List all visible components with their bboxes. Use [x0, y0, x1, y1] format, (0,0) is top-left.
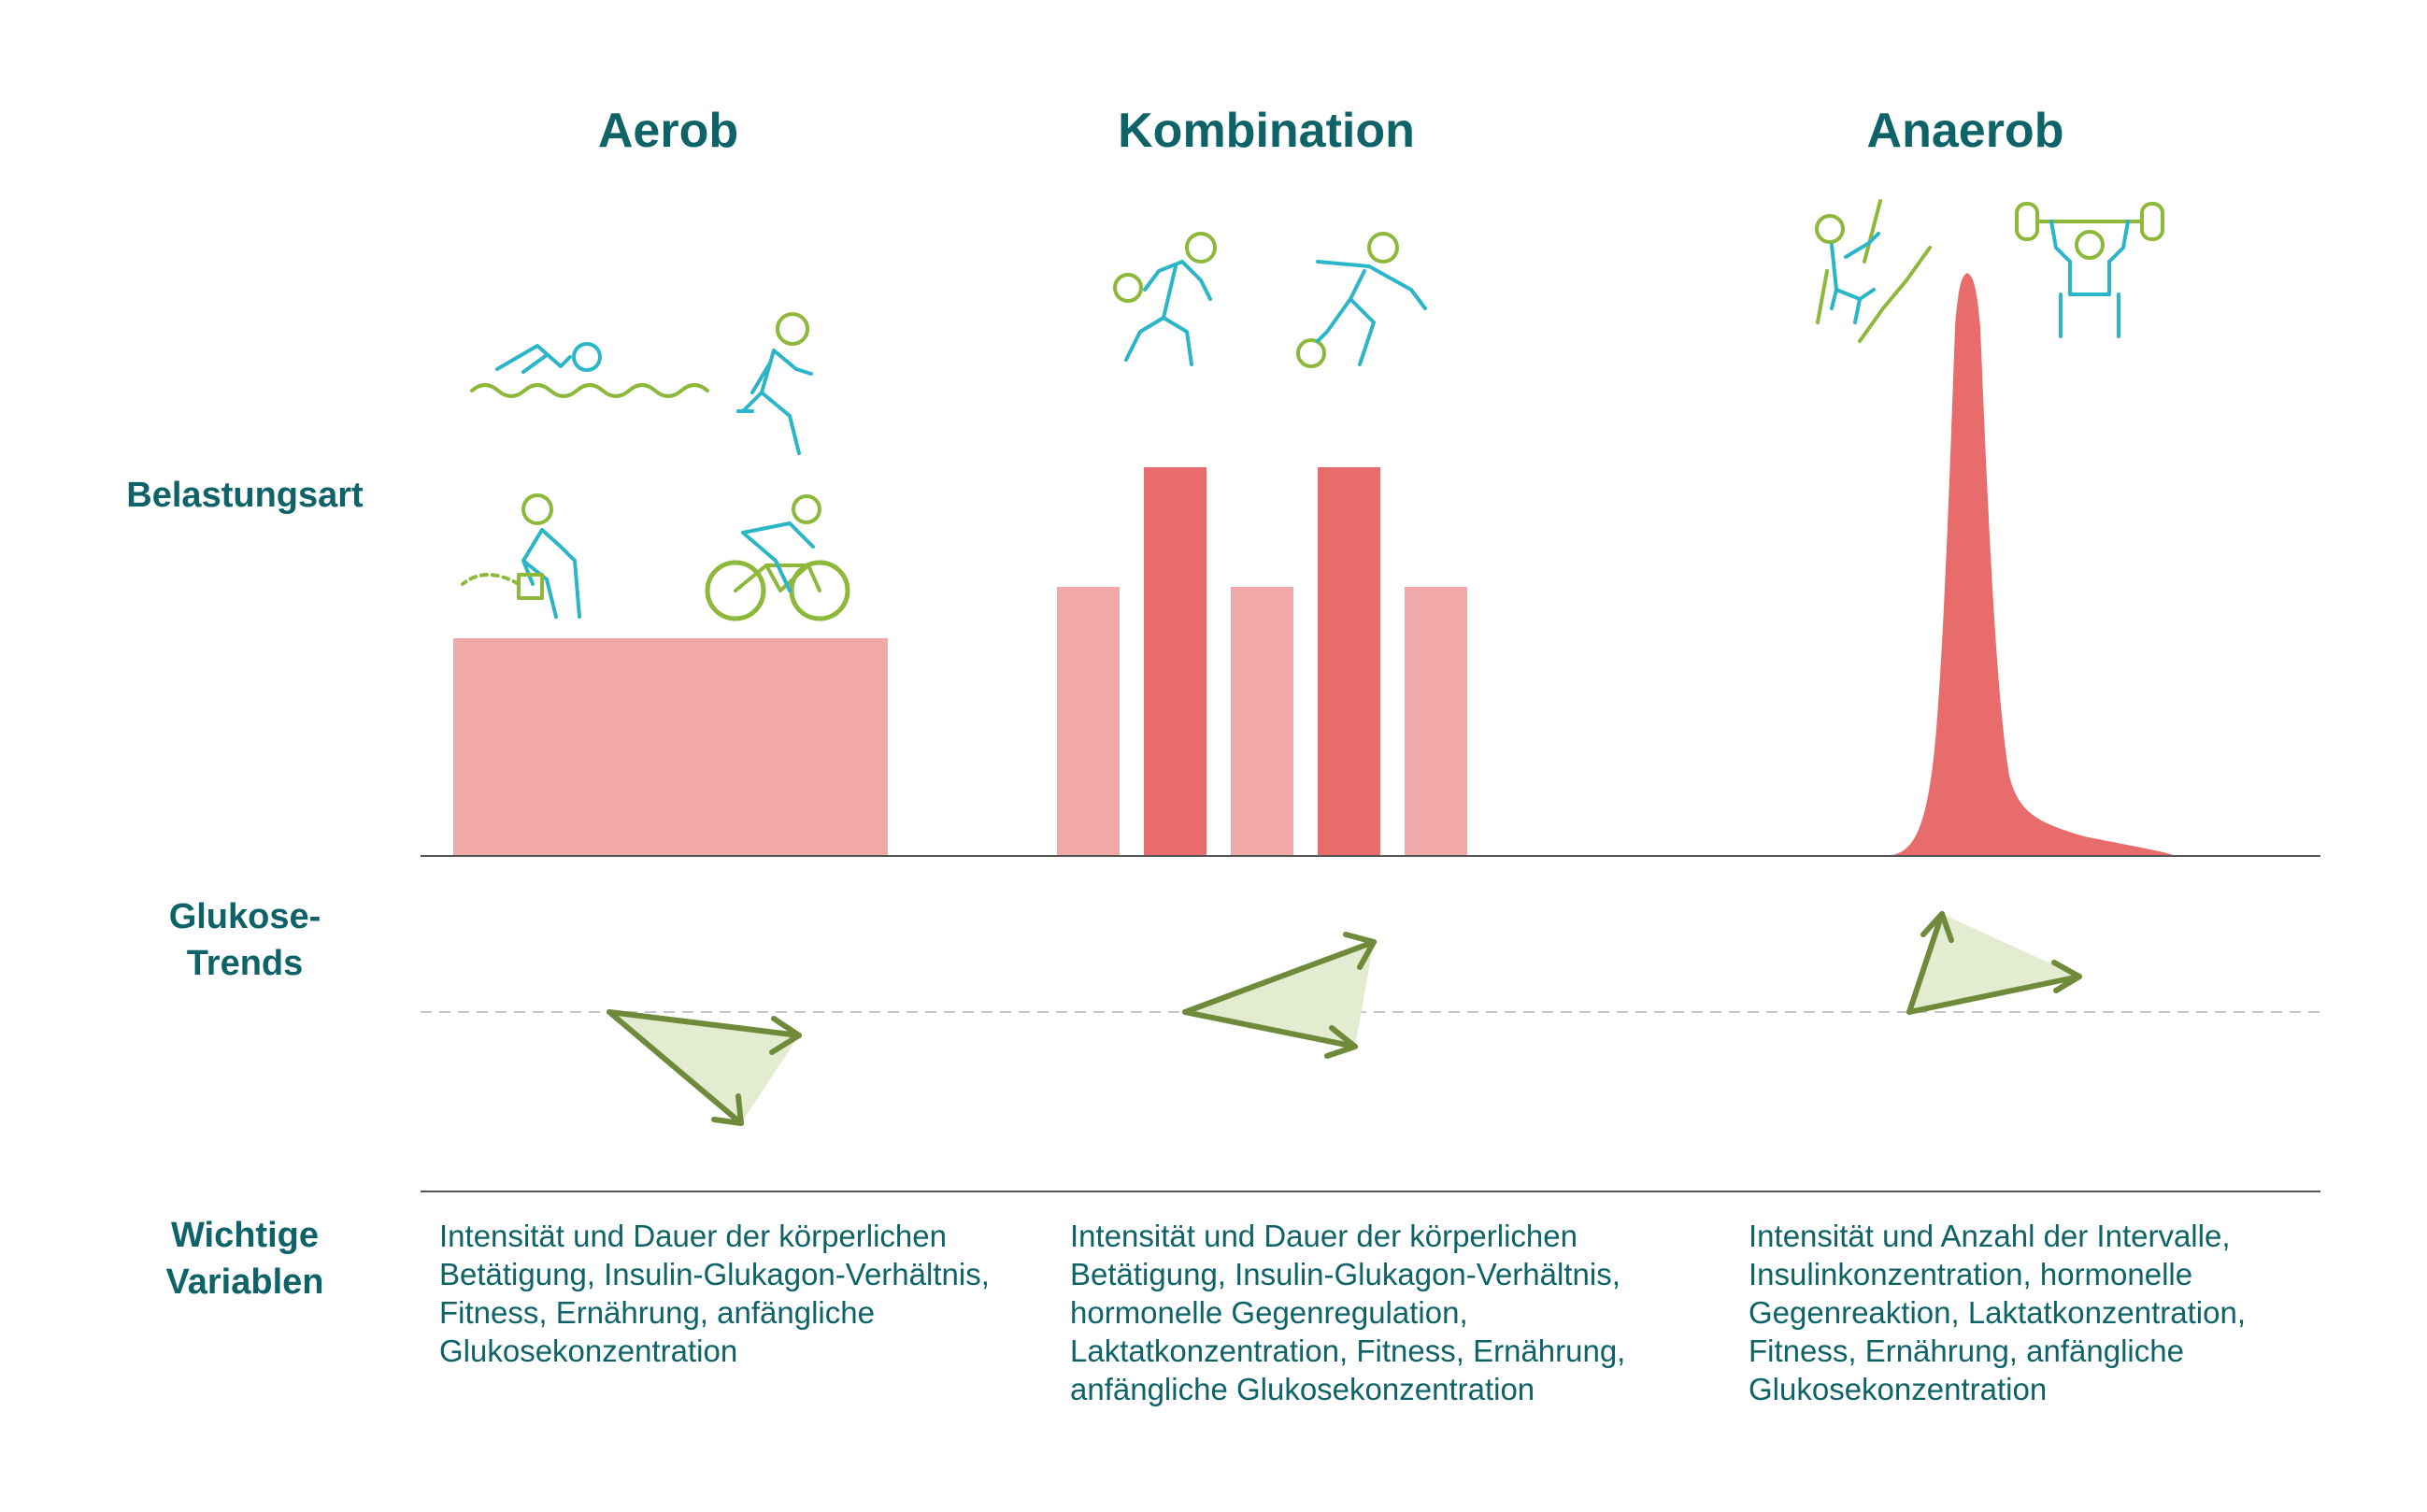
cycling-icon: [705, 494, 850, 621]
variables-anaerob: Intensität und Anzahl der Intervalle, In…: [1749, 1219, 2247, 1406]
intensity-block-aerob: [453, 638, 888, 855]
weightlifting-icon: [2015, 202, 2164, 338]
variables-aerob: Intensität und Dauer der körperlichen Be…: [439, 1219, 990, 1368]
column-title-anaerob: Anaerob: [1866, 104, 2064, 158]
variables-kombination: Intensität und Dauer der körperlichen Be…: [1070, 1219, 1626, 1406]
climbing-icon: [1815, 199, 1932, 343]
row-label-glucose-trends: Glukose- Trends: [168, 897, 321, 983]
glucose-trend-kombination: [1182, 932, 1377, 1059]
running-icon: [736, 312, 813, 455]
glucose-trend-aerob: [607, 1009, 802, 1126]
soccer-icon: [1296, 232, 1427, 368]
column-title-aerob: Aerob: [597, 104, 739, 158]
basketball-icon: [1113, 232, 1217, 366]
intensity-bars-kombination: [1057, 467, 1467, 855]
row-label-load-type: Belastungsart: [126, 476, 364, 515]
row-label-key-variables: Wichtige Variablen: [165, 1216, 324, 1302]
interval-bar: [1231, 587, 1293, 855]
interval-bar: [1057, 587, 1120, 855]
column-title-kombination: Kombination: [1118, 104, 1415, 158]
interval-bar: [1144, 467, 1206, 855]
swimming-icon: [470, 342, 709, 398]
interval-bar: [1318, 467, 1380, 855]
gardening-icon: [461, 493, 581, 619]
glucose-trend-anaerob: [1906, 911, 2082, 1015]
interval-bar: [1405, 587, 1467, 855]
intensity-peak-anaerob: [1892, 273, 2173, 855]
